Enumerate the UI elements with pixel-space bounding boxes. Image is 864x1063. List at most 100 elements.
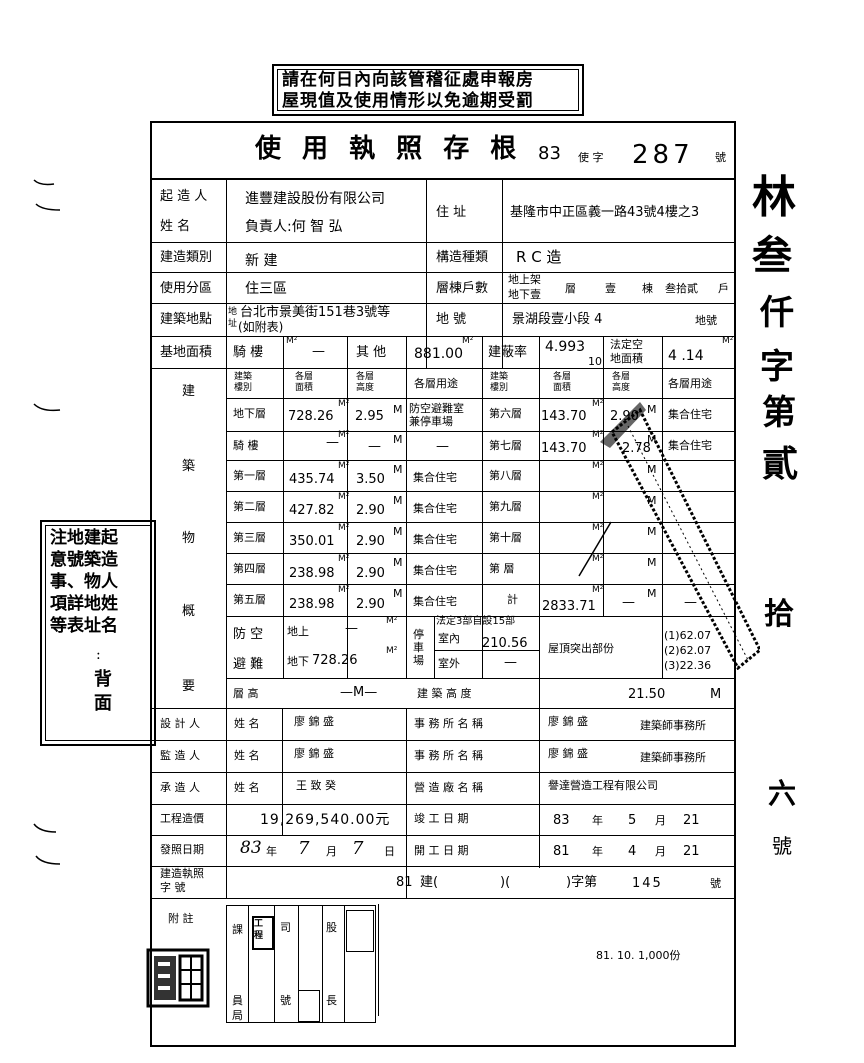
site-prefix: 地址 <box>228 307 238 329</box>
rule <box>226 678 735 679</box>
site-address: 台北市景美街151巷3號等 <box>240 305 391 320</box>
completion-day: 21 <box>683 813 700 828</box>
unit-m2: M² <box>338 399 350 409</box>
parking-outdoor-value: — <box>504 655 517 670</box>
parking-note: 法定3部自設15部 <box>436 616 516 627</box>
unit-m2: M² <box>338 461 350 471</box>
remark-cell: 課 <box>232 923 243 936</box>
floor-name: 第二層 <box>233 500 266 513</box>
unit-m2: M² <box>592 399 604 409</box>
floor-area: 143.70 <box>541 441 587 456</box>
col-header-floor: 建築 樓別 <box>234 372 253 393</box>
notice-line-1: 請在何日內向該管稽征處申報房 <box>282 70 534 90</box>
site-note: (如附表) <box>238 320 284 334</box>
permit-text-b: )( <box>500 875 511 890</box>
rule <box>322 905 323 1023</box>
rule <box>226 398 735 399</box>
rule <box>282 708 283 836</box>
floor-height: 2.95 <box>355 409 384 424</box>
remark-cell: 股 <box>326 921 337 934</box>
start-label: 開 工 日 期 <box>414 844 469 857</box>
unit-m: M <box>393 587 403 600</box>
floor-name: 第六層 <box>489 407 522 420</box>
floor-name: 第四層 <box>233 562 266 575</box>
rule <box>151 272 735 273</box>
floor-area: 2833.71 <box>542 599 596 614</box>
arcade-label: 騎 樓 <box>233 345 264 360</box>
rule <box>539 678 540 868</box>
col-header-height: 各層 高度 <box>612 372 631 393</box>
arcade-value: — <box>312 344 325 359</box>
col-header-height: 各層 高度 <box>356 372 375 393</box>
license-number: 287 <box>632 140 694 170</box>
rule <box>502 179 503 368</box>
firm-label: 營 造 廠 名 稱 <box>414 781 483 794</box>
coverage-value: 4.993 <box>545 339 586 355</box>
col-header-use: 各層用途 <box>668 377 712 390</box>
shelter-below-value: 728.26 <box>312 653 358 668</box>
address-label: 住 址 <box>436 205 467 220</box>
permit-text-c: )字第 <box>566 875 598 890</box>
building-height-value: 21.50 <box>628 687 666 702</box>
rule <box>662 336 663 616</box>
approval-stamp <box>378 904 407 1016</box>
notice-stamp: 請在何日內向該管稽征處申報房 屋現值及使用情形以免逾期受罰 <box>272 64 584 116</box>
issue-year: 83 <box>240 838 262 858</box>
parking-indoor: 室內 <box>438 632 460 645</box>
floor-use: 集合住宅 <box>413 595 457 608</box>
seal-icon <box>146 948 210 1008</box>
unit-m2: M² <box>386 646 398 656</box>
floor-area: 350.01 <box>289 534 335 549</box>
year-unit: 年 <box>592 814 603 827</box>
rule <box>151 866 735 867</box>
right-stamp-char: 號 <box>772 834 792 858</box>
side-label-char: 建 <box>182 384 196 399</box>
name-label: 姓 名 <box>234 749 260 762</box>
open-value: 4 .14 <box>668 348 704 364</box>
col-header-area: 各層 面積 <box>295 372 314 393</box>
rule <box>226 616 735 617</box>
coverage-label: 建蔽率 <box>488 345 528 360</box>
floors-label: 層棟戶數 <box>436 281 489 296</box>
floors-count-a: 壹 <box>605 282 616 295</box>
remark-cell: 司 <box>280 921 291 934</box>
builder-address: 基隆市中正區義一路43號4樓之3 <box>510 205 700 220</box>
unit-m: M <box>647 403 657 416</box>
rule <box>426 179 427 368</box>
floor-name: 騎 樓 <box>233 439 259 452</box>
unit-m: M <box>393 556 403 569</box>
contractor-firm: 譽達營造工程有限公司 <box>548 779 658 792</box>
side-note-dot: : <box>96 647 101 663</box>
lot-value: 景湖段壹小段 4 <box>512 312 603 327</box>
roof-value: (1)62.07 <box>664 629 712 642</box>
floor-name: 第一層 <box>233 469 266 482</box>
year-unit: 年 <box>592 845 603 858</box>
floor-height: 2.90 <box>356 503 385 518</box>
unit-m: M <box>393 433 403 446</box>
side-label-char: 築 <box>182 459 196 474</box>
unit-m2: M² <box>592 492 604 502</box>
cost-value: 19,269,540.00元 <box>260 812 391 828</box>
area-unit: M² <box>286 336 298 346</box>
floor-use: 集合住宅 <box>668 439 712 452</box>
floor-area: 435.74 <box>289 472 335 487</box>
floor-area: — <box>326 435 339 450</box>
side-note-line: 意號築造 <box>50 550 118 570</box>
cost-label: 工程造價 <box>160 812 204 825</box>
rule <box>482 336 483 678</box>
area-unit: M² <box>462 336 474 346</box>
shelter-label-a: 防 空 <box>233 627 264 642</box>
building-height-label: 建 築 高 度 <box>417 687 472 700</box>
right-stamp-char: 貳 <box>762 443 799 485</box>
rule <box>151 708 735 709</box>
unit-m: M <box>647 556 657 569</box>
rule <box>434 650 539 651</box>
seal-box <box>252 916 274 950</box>
parking-label: 停車場 <box>413 628 424 667</box>
roof-value: (3)22.36 <box>664 659 712 672</box>
contractor-name: 王 致 癸 <box>296 779 336 792</box>
print-note: 81. 10. 1,000份 <box>596 949 681 962</box>
builder-label-a: 起 造 人 <box>160 189 208 204</box>
unit-m2: M² <box>338 523 350 533</box>
right-stamp-char: 林 <box>752 172 796 223</box>
